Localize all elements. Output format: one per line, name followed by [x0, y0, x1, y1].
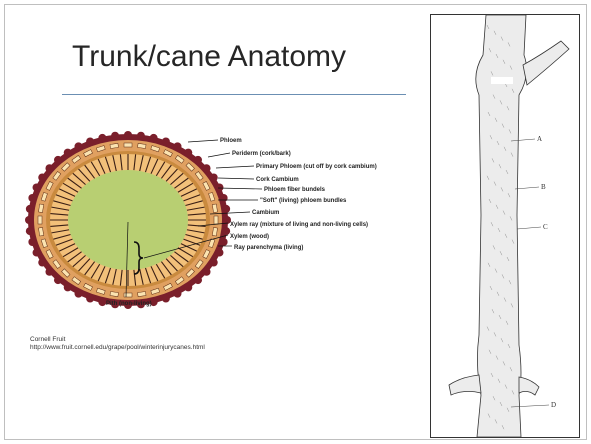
cane-cross-section-diagram: Phloem Periderm (cork/bark) Primary Phlo… — [18, 122, 438, 312]
trunk-illustration-panel: A B C D — [430, 14, 580, 438]
source-org: Cornell Fruit — [30, 336, 205, 344]
trunk-illustration: A B C D — [431, 15, 579, 437]
source-citation: Cornell Fruit http://www.fruit.cornell.e… — [30, 336, 205, 352]
label-xylem-ray: Xylem ray (mixture of living and non-liv… — [230, 222, 368, 228]
cross-section-illustration — [25, 131, 231, 309]
title-divider — [62, 94, 406, 95]
label-cambium: Cambium — [252, 210, 279, 216]
trunk-label-b: B — [541, 183, 546, 191]
trunk-label-c: C — [543, 223, 548, 231]
label-soft-phloem-bundles: "Soft" (living) phloem bundles — [260, 198, 347, 204]
trunk-label-a: A — [537, 135, 542, 143]
source-url[interactable]: http://www.fruit.cornell.edu/grape/pool/… — [30, 344, 205, 352]
label-primary-phloem: Primary Phloem (cut off by cork cambium) — [256, 164, 377, 170]
trunk-label-d: D — [551, 401, 556, 409]
slide-title: Trunk/cane Anatomy — [72, 40, 346, 74]
label-xylem: Xylem (wood) — [230, 234, 269, 240]
label-phloem: Phloem — [220, 138, 242, 144]
label-phloem-fiber-bundles: Phloem fiber bundels — [264, 187, 326, 193]
label-pith: Pith (non-living) — [106, 301, 152, 307]
pith-area — [68, 170, 188, 270]
label-cork-cambium: Cork Cambium — [256, 177, 299, 183]
label-periderm: Periderm (cork/bark) — [232, 151, 291, 157]
pruning-cut — [491, 77, 513, 84]
label-ray-parenchyma: Ray parenchyma (living) — [234, 245, 303, 251]
